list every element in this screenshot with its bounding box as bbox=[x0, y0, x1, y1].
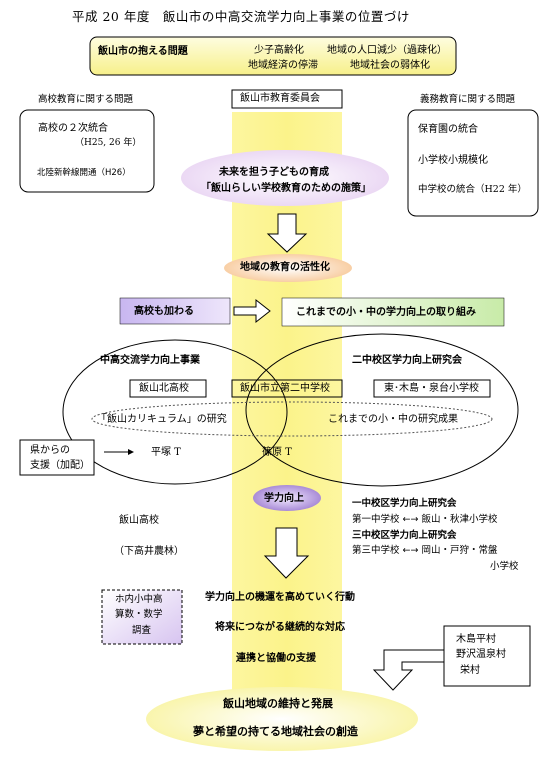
school-box-left bbox=[129, 379, 207, 398]
research-group-4: 第三中学校 ←→ 岡山・戸狩・常盤 bbox=[352, 545, 498, 556]
survey-box bbox=[101, 589, 183, 645]
research-group-1: 一中校区学力向上研究会 bbox=[352, 498, 457, 509]
teacher-right: 篠原 T bbox=[262, 447, 292, 458]
compulsory-issues-box bbox=[407, 109, 539, 217]
prefecture-support-line-2: 支援（加配） bbox=[30, 460, 90, 471]
school-box-right bbox=[373, 379, 491, 398]
iiyama-high-label: 飯山高校 bbox=[119, 515, 159, 526]
outcome-1: 学力向上の機運を高めていく行動 bbox=[205, 592, 355, 603]
village-1: 木島平村 bbox=[456, 634, 496, 645]
villages-arrow bbox=[372, 649, 445, 691]
prefecture-support-box bbox=[19, 439, 95, 476]
improvement-ellipse bbox=[253, 485, 321, 511]
problem-item-community: 地域社会の弱体化 bbox=[350, 60, 430, 71]
page-title: 平成 20 年度 飯山市の中高交流学力向上事業の位置づけ bbox=[72, 9, 410, 24]
school-center-label: 飯山市立第二中学校 bbox=[240, 383, 330, 394]
problems-box bbox=[89, 36, 457, 76]
problem-item-economy: 地域経済の停滞 bbox=[248, 60, 318, 71]
high-school-join-box bbox=[119, 297, 231, 325]
board-label: 飯山市教育委員会 bbox=[240, 93, 320, 104]
right-program-label: 二中校区学力向上研究会 bbox=[352, 355, 462, 366]
future-ellipse bbox=[181, 150, 389, 206]
future-line-1: 未来を担う子どもの育成 bbox=[219, 167, 329, 178]
prior-efforts-label: これまでの小・中の学力向上の取り組み bbox=[296, 307, 476, 318]
village-3: 栄村 bbox=[460, 665, 480, 676]
compulsory-issue-2: 小学校小規模化 bbox=[418, 155, 488, 166]
outcome-3: 連携と協働の支援 bbox=[236, 653, 316, 664]
down-arrow-2 bbox=[263, 527, 310, 579]
shimotakai-label: （下高井農林） bbox=[114, 546, 184, 557]
left-program-ellipse bbox=[62, 339, 288, 485]
future-line-2: 「飯山らしい学校教育のための施策」 bbox=[201, 183, 371, 194]
survey-line-3: 調査 bbox=[132, 625, 152, 636]
research-ellipse bbox=[91, 401, 493, 437]
right-program-ellipse bbox=[245, 333, 519, 487]
activation-label: 地域の教育の活性化 bbox=[240, 262, 330, 273]
problem-item-aging: 少子高齢化 bbox=[254, 45, 304, 56]
activation-ellipse bbox=[224, 254, 352, 282]
down-arrow-1 bbox=[266, 213, 308, 253]
compulsory-issues-heading: 義務教育に関する問題 bbox=[420, 94, 516, 105]
villages-box bbox=[443, 625, 531, 687]
problem-item-depopulation: 地域の人口減少（過疎化） bbox=[327, 45, 447, 56]
high-school-issue-1: 高校の２次統合 bbox=[38, 123, 108, 134]
high-school-issues-heading: 高校教育に関する問題 bbox=[38, 94, 134, 105]
high-school-issue-2: （H25, 26 年） bbox=[75, 138, 142, 148]
high-school-issue-3: 北陸新幹線開通（H26） bbox=[37, 168, 131, 178]
problems-heading: 飯山市の抱える問題 bbox=[98, 46, 188, 57]
support-arrow-head bbox=[128, 449, 134, 455]
prior-efforts-box bbox=[281, 297, 505, 327]
survey-line-1: ホ内小中高 bbox=[115, 594, 163, 605]
high-school-issues-box bbox=[19, 109, 155, 193]
board-box bbox=[231, 89, 343, 109]
compulsory-issue-3: 中学校の統合（H22 年） bbox=[418, 184, 527, 195]
curriculum-label: 「飯山カリキュラム」の研究 bbox=[97, 414, 227, 425]
research-group-5: 小学校 bbox=[490, 561, 519, 572]
prefecture-support-line-1: 県からの bbox=[30, 445, 70, 456]
prior-results-label: これまでの小・中の研究成果 bbox=[328, 414, 458, 425]
outcome-2: 将来につながる継続的な対応 bbox=[215, 622, 345, 633]
final-ellipse bbox=[146, 687, 418, 751]
school-box-center bbox=[231, 379, 343, 398]
research-group-3: 三中校区学力向上研究会 bbox=[352, 530, 457, 541]
teacher-left: 平塚 T bbox=[151, 447, 181, 458]
village-2: 野沢温泉村 bbox=[456, 649, 506, 660]
school-right-label: 東･木島・泉台小学校 bbox=[384, 383, 479, 394]
final-line-2: 夢と希望の持てる地域社会の創造 bbox=[193, 725, 358, 738]
high-school-join-label: 高校も加わる bbox=[134, 306, 194, 317]
final-line-1: 飯山地域の維持と発展 bbox=[223, 697, 333, 710]
school-left-label: 飯山北高校 bbox=[139, 383, 189, 394]
compulsory-issue-1: 保育園の統合 bbox=[418, 124, 478, 135]
left-program-label: 中高交流学力向上事業 bbox=[100, 355, 200, 366]
survey-line-2: 算数・数学 bbox=[115, 609, 163, 620]
research-group-2: 第一中学校 ←→ 飯山・秋津小学校 bbox=[352, 514, 498, 525]
improvement-label: 学力向上 bbox=[264, 493, 304, 504]
right-arrow bbox=[233, 298, 271, 324]
